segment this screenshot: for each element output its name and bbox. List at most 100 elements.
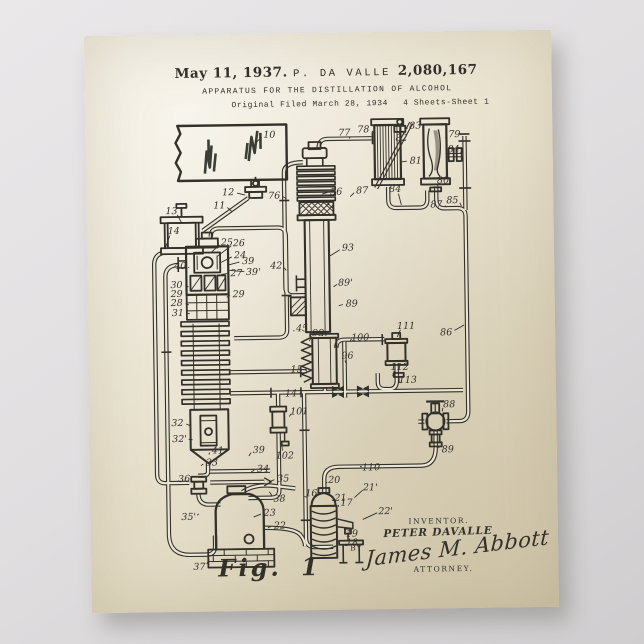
svg-text:22: 22 bbox=[273, 521, 286, 532]
svg-text:17: 17 bbox=[340, 498, 353, 509]
heater-coil bbox=[301, 338, 312, 382]
part-label-86: 86 bbox=[440, 325, 464, 338]
svg-text:79: 79 bbox=[448, 129, 460, 140]
feed-valve bbox=[272, 412, 284, 428]
svg-text:23: 23 bbox=[263, 508, 276, 519]
part-label-22': 22' bbox=[363, 506, 394, 519]
svg-text:31: 31 bbox=[172, 308, 184, 319]
part-label-77: 77 bbox=[338, 128, 351, 139]
svg-text:15: 15 bbox=[291, 364, 303, 375]
part-label-89': 89' bbox=[333, 278, 353, 289]
svg-text:41: 41 bbox=[211, 445, 224, 456]
svg-text:27: 27 bbox=[229, 268, 243, 279]
svg-text:21': 21' bbox=[362, 482, 378, 493]
svg-text:39: 39 bbox=[242, 256, 254, 267]
svg-text:80: 80 bbox=[437, 175, 449, 186]
part-label-81: 81 bbox=[402, 156, 422, 167]
svg-text:33: 33 bbox=[206, 457, 218, 468]
part-label-20: 20 bbox=[326, 475, 340, 486]
part-label-16: 16 bbox=[304, 488, 317, 499]
svg-text:89': 89' bbox=[338, 278, 353, 289]
svg-text:40: 40 bbox=[173, 261, 186, 272]
svg-text:87: 87 bbox=[356, 185, 369, 196]
svg-text:87: 87 bbox=[430, 199, 443, 210]
part-label-32: 32 bbox=[171, 418, 190, 429]
svg-text:32': 32' bbox=[172, 434, 187, 445]
figure-label: Fig. 1 bbox=[218, 552, 321, 582]
part-label-35: 35 bbox=[269, 473, 289, 484]
svg-text:39': 39' bbox=[246, 267, 261, 278]
svg-text:110: 110 bbox=[362, 462, 380, 473]
svg-text:93: 93 bbox=[342, 243, 354, 254]
svg-text:84: 84 bbox=[389, 184, 401, 195]
part-label-83: 83 bbox=[407, 121, 422, 132]
svg-text:81: 81 bbox=[410, 156, 422, 167]
svg-text:39: 39 bbox=[253, 445, 265, 456]
center-column bbox=[305, 220, 331, 332]
svg-text:102: 102 bbox=[276, 450, 294, 461]
svg-text:82: 82 bbox=[395, 133, 407, 144]
svg-text:84: 84 bbox=[447, 144, 459, 155]
part-label-37: 37 bbox=[193, 560, 209, 573]
svg-text:35: 35 bbox=[277, 473, 289, 484]
part-label-39: 39 bbox=[249, 445, 265, 456]
apparatus-components bbox=[158, 118, 476, 568]
svg-text:29: 29 bbox=[231, 289, 244, 300]
part-label-100: 100 bbox=[350, 332, 369, 343]
part-label-17: 17 bbox=[338, 498, 353, 509]
part-label-89: 89 bbox=[339, 298, 358, 309]
svg-text:89: 89 bbox=[442, 444, 454, 455]
svg-text:88: 88 bbox=[443, 399, 455, 410]
svg-text:25: 25 bbox=[220, 237, 233, 248]
svg-text:86: 86 bbox=[440, 327, 452, 338]
svg-text:35': 35' bbox=[181, 512, 196, 523]
tray-stack bbox=[181, 321, 230, 404]
svg-text:99: 99 bbox=[312, 328, 324, 339]
outlet-spigot bbox=[337, 519, 353, 529]
part-label-96: 96 bbox=[341, 351, 353, 363]
svg-text:77: 77 bbox=[338, 128, 351, 139]
part-label-45: 45 bbox=[294, 323, 309, 334]
part-label-80: 80 bbox=[437, 175, 449, 186]
part-label-35': 35' bbox=[181, 512, 199, 523]
part-label-12: 12 bbox=[222, 187, 245, 198]
svg-text:32: 32 bbox=[171, 418, 183, 429]
svg-text:12: 12 bbox=[222, 187, 234, 198]
svg-text:100: 100 bbox=[351, 332, 369, 343]
svg-text:78: 78 bbox=[357, 124, 369, 135]
svg-text:111: 111 bbox=[397, 321, 415, 332]
svg-text:20: 20 bbox=[327, 475, 340, 486]
by-label: BY bbox=[350, 543, 362, 552]
svg-text:14: 14 bbox=[285, 388, 297, 399]
part-label-82: 82 bbox=[395, 132, 407, 144]
part-label-84: 84 bbox=[389, 184, 401, 205]
svg-text:11: 11 bbox=[213, 200, 225, 211]
part-label-84: 84 bbox=[447, 144, 460, 155]
svg-text:101: 101 bbox=[290, 406, 308, 417]
tank-liquid-marks bbox=[245, 131, 260, 161]
part-label-88: 88 bbox=[442, 399, 455, 411]
inventor-caption: INVENTOR. bbox=[408, 516, 469, 526]
svg-text:22': 22' bbox=[377, 506, 393, 517]
still-pot bbox=[215, 494, 264, 550]
svg-text:13: 13 bbox=[165, 206, 177, 217]
svg-text:36: 36 bbox=[178, 474, 190, 485]
part-label-87: 87 bbox=[350, 185, 369, 196]
svg-text:113: 113 bbox=[399, 375, 417, 386]
part-label-101: 101 bbox=[289, 406, 308, 417]
svg-text:89: 89 bbox=[346, 298, 358, 309]
part-label-25: 25 bbox=[211, 237, 233, 252]
part-label-85: 85 bbox=[446, 195, 461, 206]
part-label-79: 79 bbox=[445, 129, 460, 140]
svg-text:38: 38 bbox=[273, 494, 285, 505]
svg-text:14: 14 bbox=[168, 226, 180, 237]
patent-poster: May 11, 1937. P. DA VALLE 2,080,167 APPA… bbox=[84, 30, 559, 613]
part-label-110: 110 bbox=[360, 462, 380, 473]
svg-text:26: 26 bbox=[232, 238, 245, 249]
part-label-41: 41 bbox=[209, 445, 224, 456]
svg-text:45: 45 bbox=[295, 323, 308, 334]
tank-liquid-marks bbox=[204, 139, 215, 173]
svg-text:112: 112 bbox=[391, 362, 409, 373]
svg-text:85: 85 bbox=[446, 195, 458, 206]
